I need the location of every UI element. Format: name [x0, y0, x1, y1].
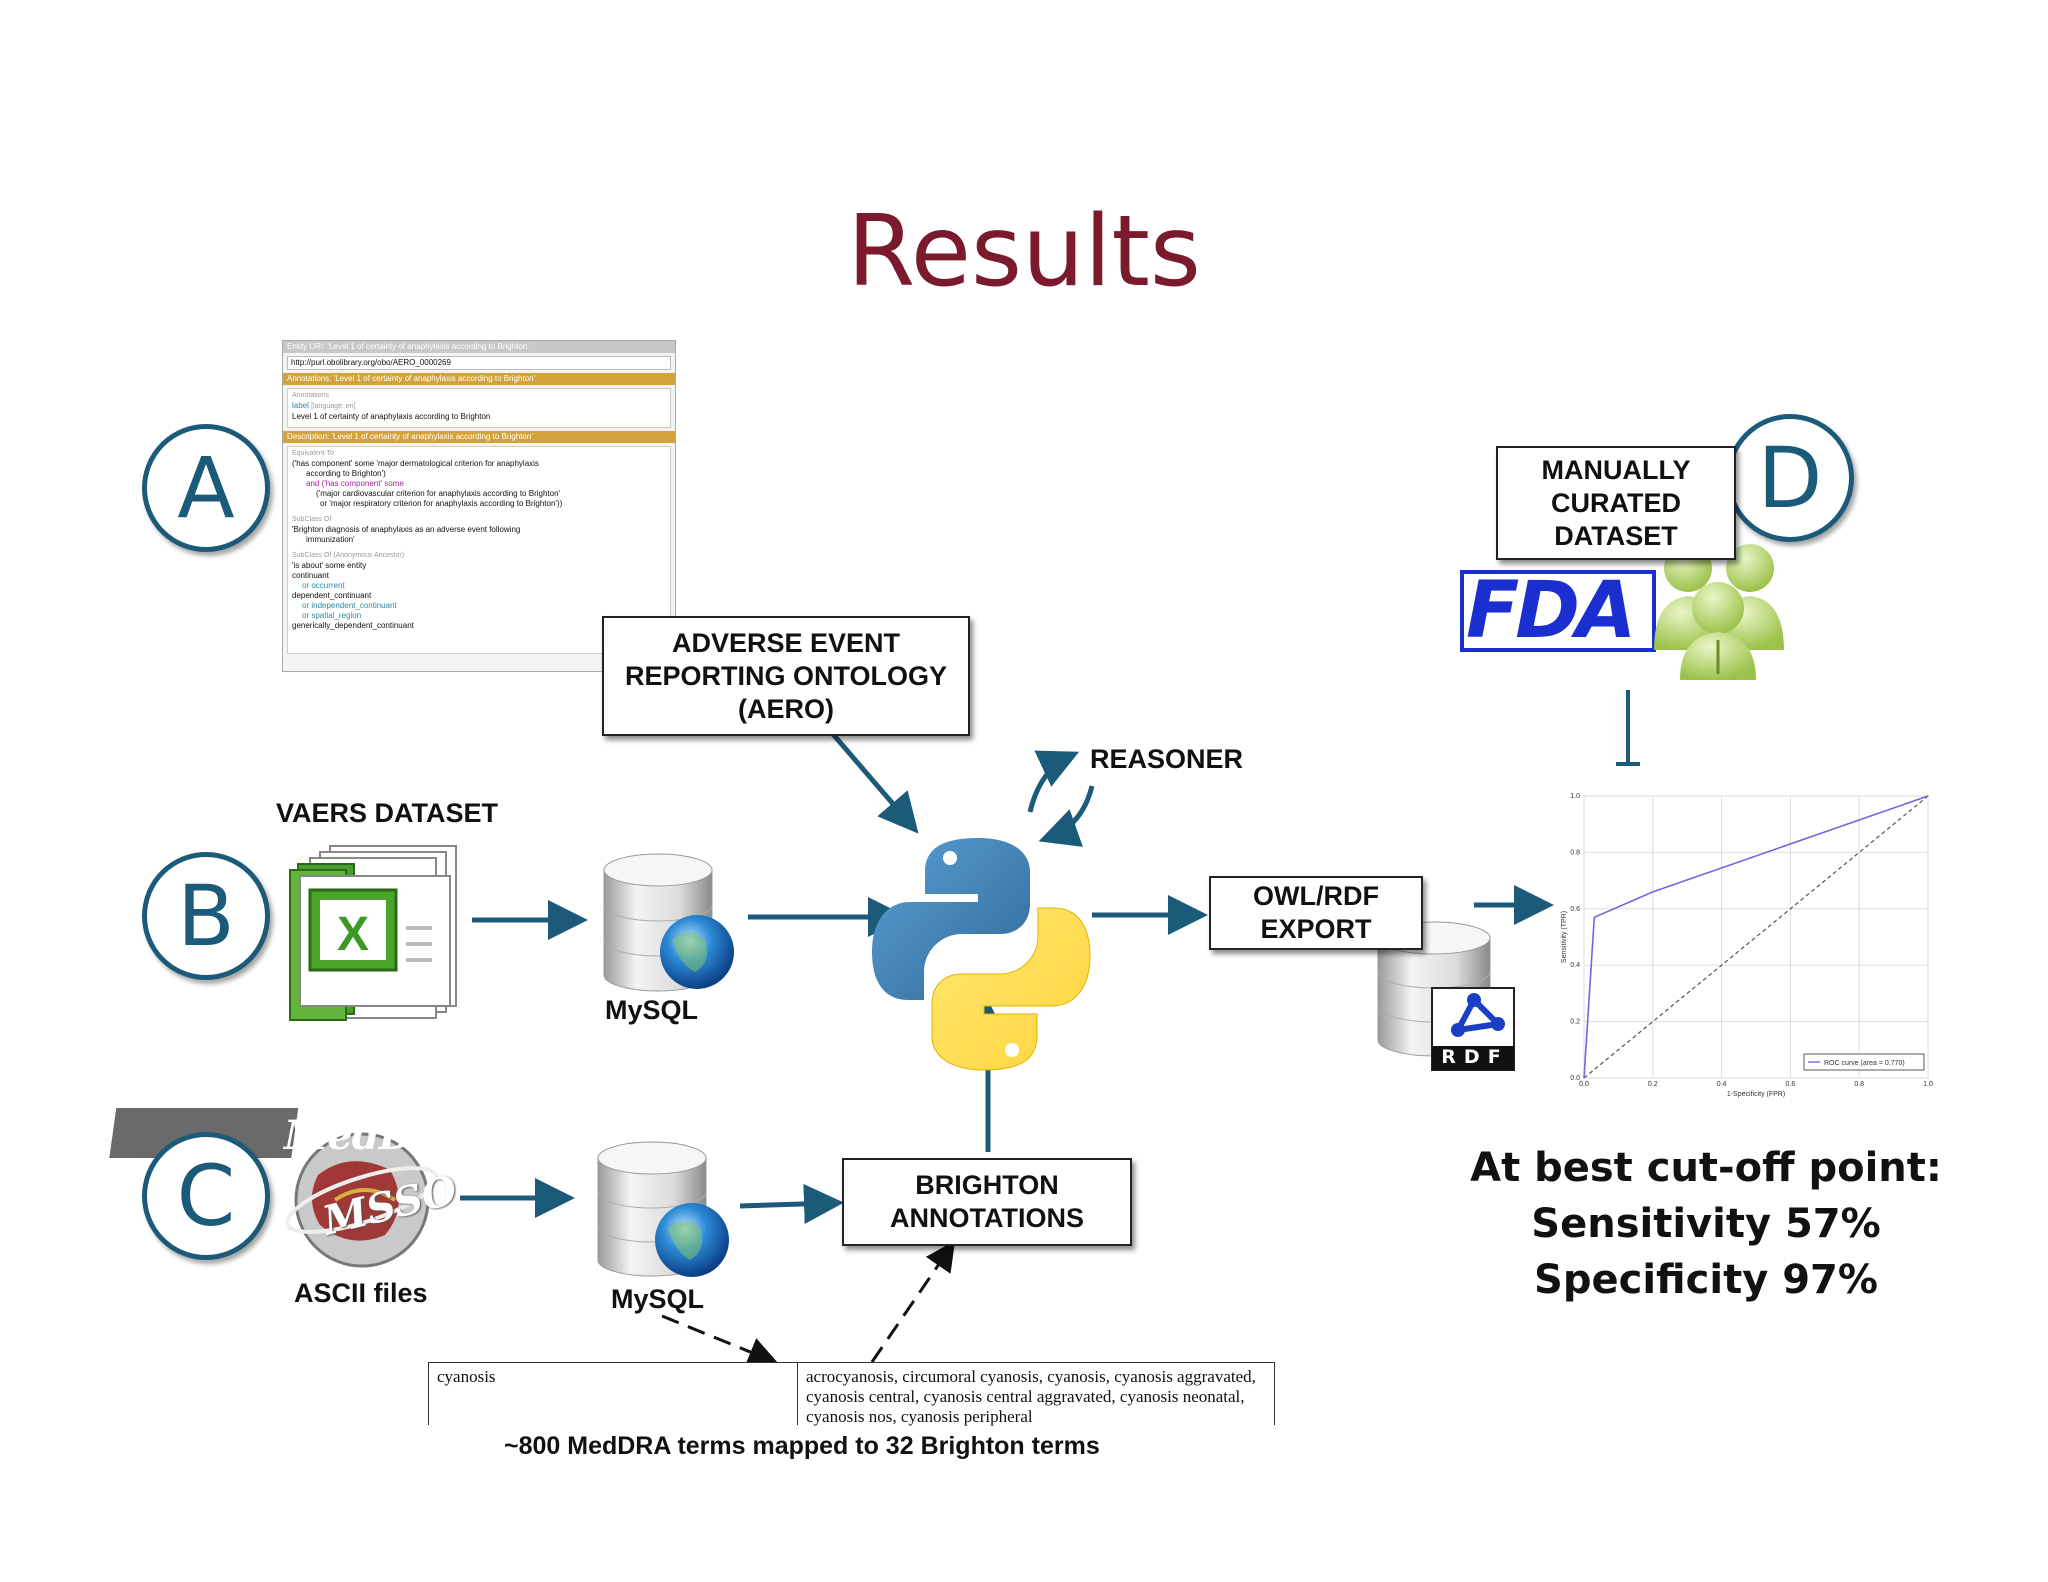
- equivalent-to-label: Equivalent To: [292, 450, 334, 457]
- owl-rdf-export-box: OWL/RDF EXPORT: [1209, 876, 1423, 950]
- step-d-badge: D: [1726, 414, 1854, 542]
- eq-line-3: and ('has component' some: [306, 479, 404, 488]
- annotations-header: Annotations: 'Level 1 of certainty of an…: [283, 373, 675, 385]
- anc-line-2: continuant: [292, 571, 329, 580]
- mysql-database-icon-2: [597, 1141, 729, 1277]
- eq-line-2: according to Brighton'): [306, 469, 386, 478]
- mapping-term-cell: cyanosis: [429, 1363, 798, 1425]
- entity-header: Entity URI: 'Level 1 of certainty of ana…: [283, 341, 675, 353]
- mysql-database-icon-1: [603, 853, 734, 992]
- roc-x-tick: 1.0: [1923, 1081, 1933, 1088]
- roc-curve-line: [1583, 795, 1929, 1079]
- mapping-synonyms-cell: acrocyanosis, circumoral cyanosis, cyano…: [798, 1363, 1274, 1426]
- arrow-aero-to-python: [830, 731, 919, 834]
- eq-line-5: or 'major respiratory criterion for anap…: [320, 499, 563, 508]
- roc-x-axis-label: 1-Specificity (FPR): [1727, 1091, 1785, 1098]
- description-header: Description: 'Level 1 of certainty of an…: [283, 431, 675, 443]
- roc-x-tick: 0.2: [1648, 1081, 1658, 1088]
- arrow-dashed-to-brighton: [870, 1240, 956, 1363]
- mapping-caption: ~800 MedDRA terms mapped to 32 Brighton …: [504, 1432, 1100, 1460]
- sub-line-1: 'Brighton diagnosis of anaphylaxis as an…: [292, 525, 521, 534]
- python-logo-icon: [872, 838, 1091, 1071]
- curators-people-icon: [1654, 544, 1784, 680]
- sub-line-2: immunization': [306, 535, 355, 544]
- meddra-logo-icon: [109, 1108, 439, 1268]
- arrow-dashed-to-table: [661, 1314, 779, 1366]
- fda-logo-text: FDA: [1466, 566, 1636, 656]
- arrow-reasoner-in: [1038, 785, 1095, 847]
- roc-y-tick: 0.8: [1570, 849, 1580, 856]
- eq-line-1: ('has component' some 'major dermatologi…: [292, 459, 539, 468]
- synonyms-line-3: cyanosis nos, cyanosis peripheral: [806, 1407, 1033, 1426]
- roc-y-axis-label: Sensitivity (TPR): [1561, 911, 1568, 963]
- roc-y-tick: 1.0: [1570, 793, 1580, 800]
- label-key: label: [292, 401, 309, 410]
- anc-line-5: or independent_continuant: [302, 601, 397, 610]
- page-title: Results: [847, 195, 1201, 309]
- meddra-mapping-table: cyanosis acrocyanosis, circumoral cyanos…: [428, 1362, 1275, 1426]
- roc-y-tick: 0.6: [1570, 906, 1580, 913]
- anc-line-7: generically_dependent_continuant: [292, 621, 414, 630]
- label-value: Level 1 of certainty of anaphylaxis acco…: [292, 412, 491, 421]
- mysql-label-2: MySQL: [611, 1284, 705, 1314]
- eq-line-4: ('major cardiovascular criterion for ana…: [316, 489, 561, 498]
- roc-y-tick: 0.2: [1570, 1019, 1580, 1026]
- roc-x-tick: 0.8: [1854, 1081, 1864, 1088]
- anon-ancestor-label: SubClass Of (Anonymous Ancestor): [292, 552, 405, 559]
- brighton-annotations-box: BRIGHTON ANNOTATIONS: [842, 1158, 1132, 1246]
- results-summary: At best cut-off point: Sensitivity 57% S…: [1396, 1140, 2016, 1308]
- subclass-of-label: SubClass Of: [292, 516, 332, 523]
- excel-files-icon: X: [289, 845, 457, 1021]
- roc-legend-box: [1803, 1053, 1925, 1071]
- annotation-label-row: label [language: en]: [292, 401, 666, 412]
- annotations-section: Annotations label [language: en] Level 1…: [287, 388, 671, 428]
- roc-legend-label: ROC curve (area = 0.770): [1824, 1060, 1905, 1067]
- reasoner-label: REASONER: [1090, 744, 1244, 774]
- meddra-logo-text: MedDRA: [284, 1112, 476, 1159]
- manually-curated-dataset-box: MANUALLY CURATED DATASET: [1496, 446, 1736, 560]
- label-lang: [language: en]: [311, 403, 356, 410]
- arrow-mysql-to-brighton: [739, 1183, 844, 1224]
- svg-text:X: X: [337, 908, 369, 961]
- roc-x-tick: 0.4: [1717, 1081, 1727, 1088]
- synonyms-line-1: acrocyanosis, circumoral cyanosis, cyano…: [806, 1367, 1256, 1386]
- results-line-1: At best cut-off point:: [1470, 1145, 1942, 1191]
- results-specificity: Specificity 97%: [1534, 1257, 1878, 1303]
- step-a-badge: A: [142, 424, 270, 552]
- vaers-dataset-label: VAERS DATASET: [276, 798, 499, 828]
- ascii-files-label: ASCII files: [294, 1278, 428, 1308]
- anc-line-1: 'is about' some entity: [292, 561, 367, 570]
- synonyms-line-2: cyanosis central, cyanosis central aggra…: [806, 1387, 1245, 1406]
- roc-y-tick: 0.4: [1570, 962, 1580, 969]
- fda-logo-icon: [1460, 570, 1656, 652]
- rdf-logo-text: RDF: [1441, 1046, 1509, 1068]
- roc-x-tick: 0.0: [1579, 1081, 1589, 1088]
- mysql-label-1: MySQL: [605, 995, 699, 1025]
- flow-arrows: [460, 690, 1640, 1366]
- step-c-badge: C: [142, 1132, 270, 1260]
- roc-x-tick: 0.6: [1786, 1081, 1796, 1088]
- anc-line-6: or spatial_region: [302, 611, 362, 620]
- step-b-badge: B: [142, 852, 270, 980]
- annotations-label: Annotations: [292, 392, 329, 399]
- arrow-reasoner-out: [1027, 750, 1080, 813]
- results-sensitivity: Sensitivity 57%: [1531, 1201, 1881, 1247]
- aero-ontology-box: ADVERSE EVENT REPORTING ONTOLOGY (AERO): [602, 616, 970, 736]
- roc-plot-area: [1583, 795, 1929, 1079]
- anc-line-3: or occurrent: [302, 581, 345, 590]
- entity-uri-field: http://purl.obolibrary.org/obo/AERO_0000…: [287, 356, 671, 370]
- anc-line-4: dependent_continuant: [292, 591, 372, 600]
- roc-y-tick: 0.0: [1570, 1075, 1580, 1082]
